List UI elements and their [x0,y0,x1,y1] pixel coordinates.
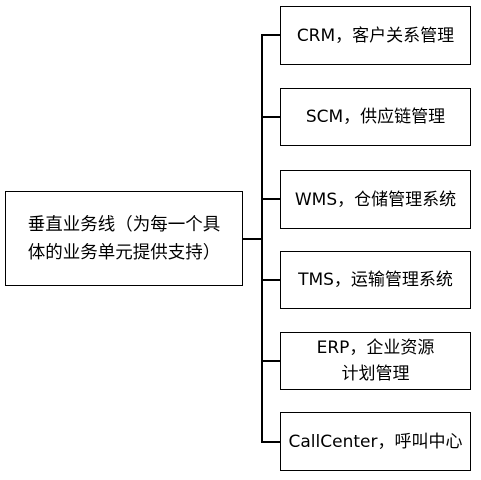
connector-branch-tms [261,279,280,281]
child-node-label: ERP，企业资源计划管理 [316,338,435,384]
connector-trunk [261,35,263,442]
child-node-crm: CRM，客户关系管理 [280,6,471,65]
connector-branch-erp [261,360,280,362]
connector-branch-wms [261,198,280,200]
child-node-label: CRM，客户关系管理 [296,25,455,46]
child-node-label: CallCenter，呼叫中心 [288,431,463,452]
child-node-tms: TMS，运输管理系统 [280,251,471,309]
connector-branch-scm [261,116,280,118]
child-node-erp: ERP，企业资源计划管理 [280,332,471,390]
child-node-scm: SCM，供应链管理 [280,88,471,146]
connector-branch-callcenter [261,441,280,443]
child-node-label: WMS，仓储管理系统 [294,189,457,210]
root-node-line-1: 垂直业务线（为每一个具 [27,214,221,235]
connector-branch-crm [261,34,280,36]
child-node-label: TMS，运输管理系统 [298,270,453,290]
root-node-vertical-business-line: 垂直业务线（为每一个具 体的业务单元提供支持） [5,191,243,286]
child-node-label: SCM，供应链管理 [305,107,446,127]
root-node-text: 垂直业务线（为每一个具 体的业务单元提供支持） [28,211,221,267]
child-node-callcenter: CallCenter，呼叫中心 [280,412,471,471]
connector-root-to-trunk [243,238,263,240]
child-node-wms: WMS，仓储管理系统 [280,170,471,229]
root-node-line-2: 体的业务单元提供支持） [27,242,221,263]
